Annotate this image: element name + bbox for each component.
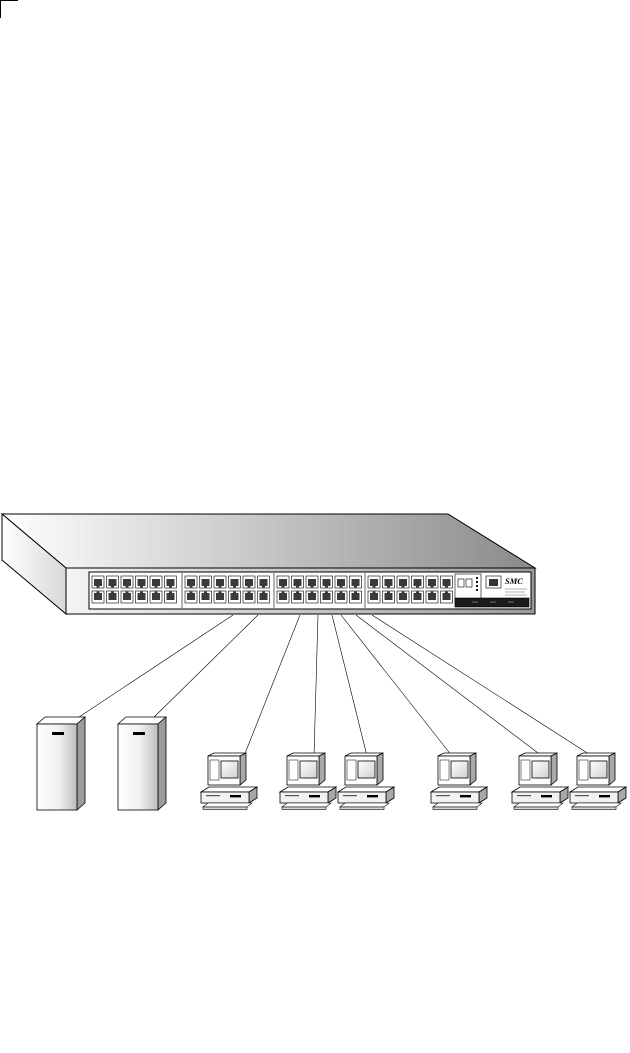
ethernet-port	[277, 591, 289, 603]
ethernet-port	[92, 591, 104, 603]
ethernet-port	[335, 591, 347, 603]
workstation-1	[201, 753, 257, 810]
ethernet-port	[165, 576, 177, 588]
connection-line	[244, 615, 300, 756]
ethernet-port	[441, 576, 453, 588]
workstation-4	[431, 753, 487, 810]
ethernet-port	[292, 591, 304, 603]
ethernet-port	[214, 576, 226, 588]
workstation-6	[570, 753, 626, 810]
console-port	[486, 576, 501, 588]
ethernet-port	[150, 576, 162, 588]
workstation-2	[280, 753, 336, 810]
connection-line	[332, 615, 367, 756]
ethernet-port	[412, 576, 424, 588]
ethernet-port	[185, 576, 197, 588]
connection-line	[70, 615, 233, 723]
connection-line	[314, 615, 318, 756]
ethernet-port	[107, 591, 119, 603]
brand-logo: SMC	[505, 576, 523, 586]
ethernet-port	[258, 576, 270, 588]
ethernet-port	[258, 591, 270, 603]
ethernet-port	[306, 576, 318, 588]
ethernet-port	[200, 576, 212, 588]
connection-line	[372, 615, 592, 756]
server-tower-1	[37, 717, 85, 810]
ethernet-port	[121, 591, 133, 603]
ethernet-port	[243, 591, 255, 603]
servers	[37, 717, 166, 810]
server-tower-2	[118, 717, 166, 810]
ethernet-port	[277, 576, 289, 588]
ethernet-port	[243, 576, 255, 588]
ethernet-port	[397, 576, 409, 588]
ethernet-port	[165, 591, 177, 603]
ethernet-port	[229, 576, 241, 588]
workstation-3	[338, 753, 394, 810]
module-bay	[455, 598, 529, 607]
ethernet-port	[441, 591, 453, 603]
connection-line	[356, 615, 542, 756]
ethernet-port	[136, 576, 148, 588]
crop-mark	[1, 0, 19, 18]
ethernet-port	[200, 591, 212, 603]
switch-top-panel	[2, 514, 535, 568]
ethernet-port	[350, 576, 362, 588]
ethernet-port	[426, 591, 438, 603]
ethernet-port	[383, 591, 395, 603]
workstations	[201, 753, 626, 810]
ethernet-port	[214, 591, 226, 603]
ethernet-port	[185, 591, 197, 603]
ethernet-port	[107, 576, 119, 588]
ethernet-port	[121, 576, 133, 588]
ethernet-port	[335, 576, 347, 588]
ethernet-port	[368, 591, 380, 603]
ethernet-port	[397, 591, 409, 603]
ethernet-port	[229, 591, 241, 603]
ethernet-port	[292, 576, 304, 588]
ethernet-port	[412, 591, 424, 603]
ethernet-port	[306, 591, 318, 603]
ethernet-port	[92, 576, 104, 588]
ethernet-port	[136, 591, 148, 603]
ethernet-port	[321, 576, 333, 588]
ethernet-port	[350, 591, 362, 603]
connection-line	[341, 615, 452, 756]
ethernet-port	[321, 591, 333, 603]
workstation-5	[512, 753, 568, 810]
ethernet-port	[368, 576, 380, 588]
connection-line	[148, 615, 258, 723]
ethernet-port	[150, 591, 162, 603]
network-switch: SMC	[2, 514, 535, 614]
ethernet-port	[383, 576, 395, 588]
ethernet-port	[426, 576, 438, 588]
